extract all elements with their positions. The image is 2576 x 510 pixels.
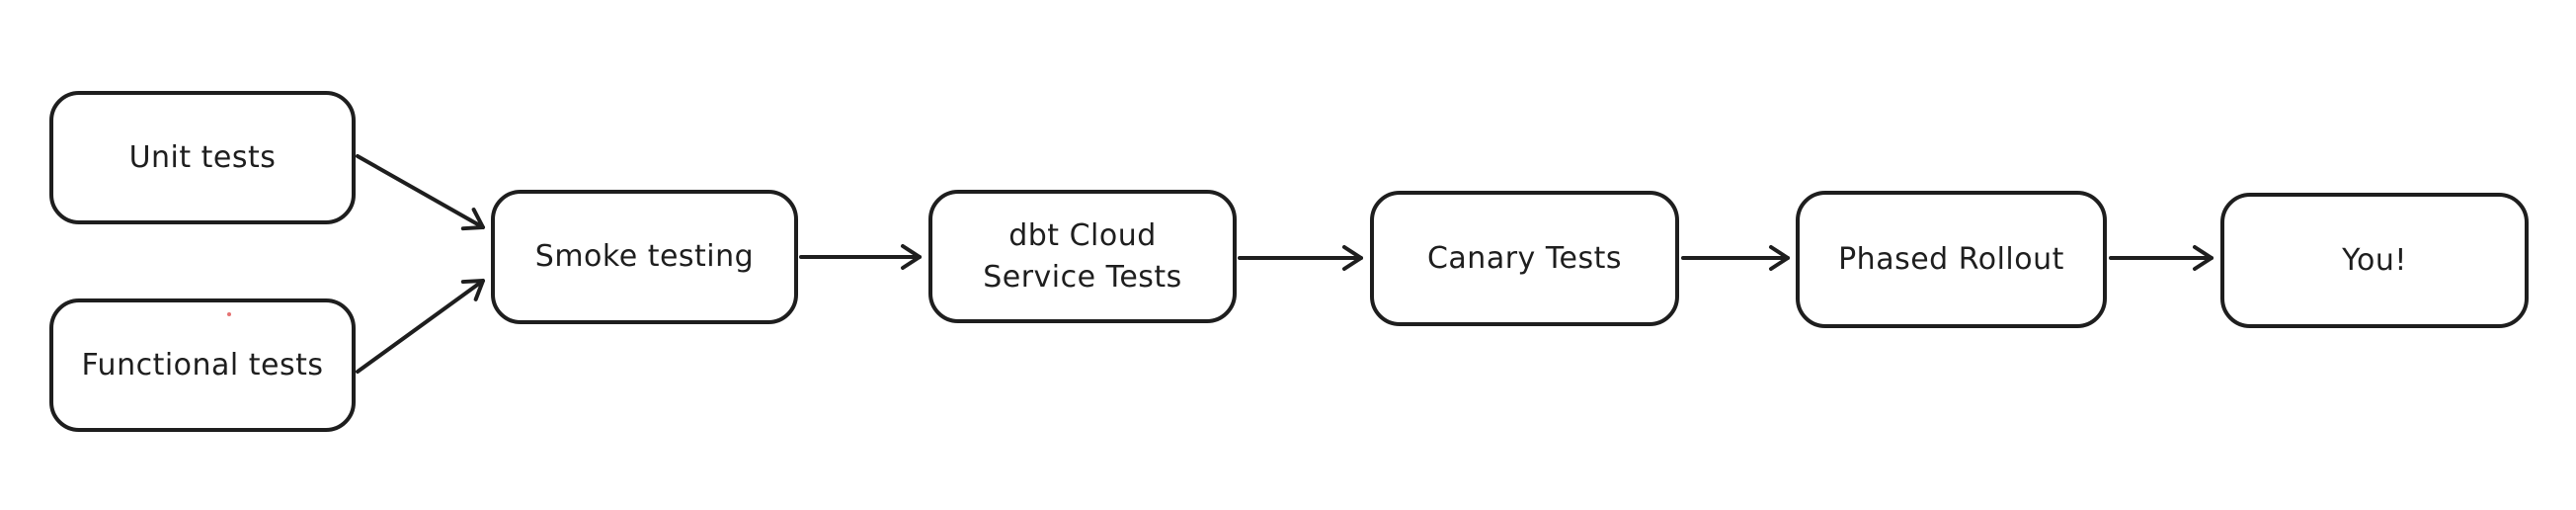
node-phased-rollout: Phased Rollout — [1796, 191, 2107, 328]
node-smoke-testing-label: Smoke testing — [534, 239, 755, 274]
node-functional-tests-label: Functional tests — [81, 347, 324, 382]
node-dbt-cloud-service-tests: dbt Cloud Service Tests — [928, 190, 1237, 323]
node-canary-tests: Canary Tests — [1370, 191, 1679, 326]
node-unit-tests-label: Unit tests — [128, 139, 277, 175]
red-dot-artifact — [227, 312, 231, 316]
edge-unit-tests-to-smoke-testing — [356, 154, 485, 231]
node-phased-rollout-label: Phased Rollout — [1838, 241, 2064, 277]
node-dbt-cloud-service-tests-label: dbt Cloud Service Tests — [983, 217, 1182, 295]
node-canary-tests-label: Canary Tests — [1426, 240, 1623, 276]
node-unit-tests: Unit tests — [49, 91, 356, 224]
node-functional-tests: Functional tests — [49, 298, 356, 432]
node-you-label: You! — [2342, 242, 2407, 278]
node-smoke-testing: Smoke testing — [491, 190, 798, 324]
node-you: You! — [2220, 193, 2529, 328]
edge-functional-tests-to-smoke-testing — [356, 279, 485, 374]
